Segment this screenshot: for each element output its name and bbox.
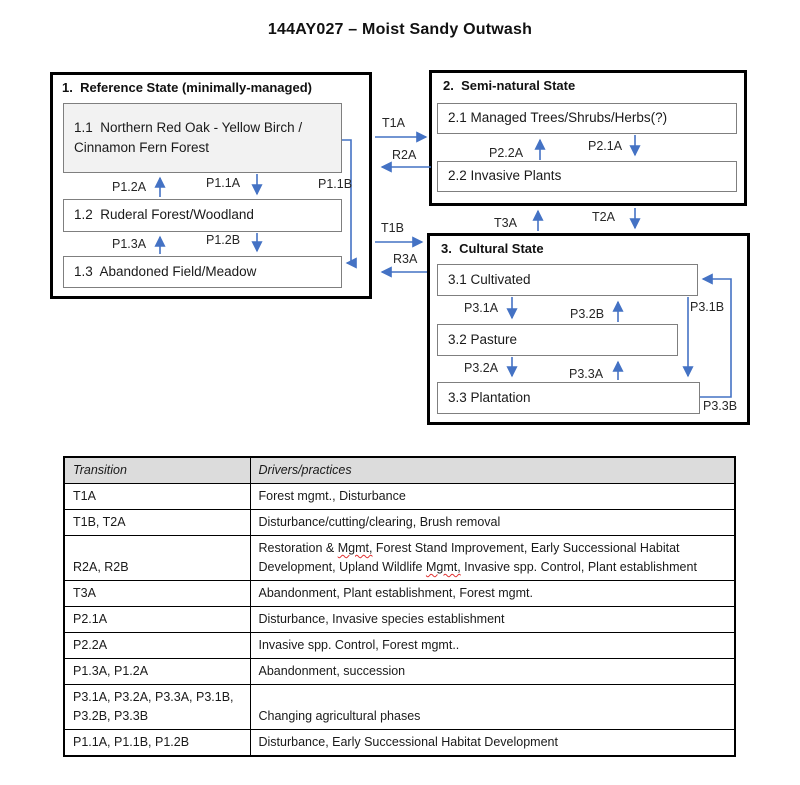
misspelled-word: Mgmt, (337, 541, 373, 555)
transition-cell: P2.1A (63, 606, 251, 633)
phase-box-1-2: 1.2 Ruderal Forest/Woodland (63, 199, 342, 232)
drivers-cell: Abandonment, Plant establishment, Forest… (249, 580, 736, 607)
transition-label-R3A: R3A (393, 252, 418, 266)
transition-cell: T1A (63, 483, 251, 510)
phase-box-3-1: 3.1 Cultivated (437, 264, 698, 296)
page-title: 144AY027 – Moist Sandy Outwash (267, 21, 533, 38)
transition-cell: T3A (63, 580, 251, 607)
transition-label-P1-2B: P1.2B (206, 233, 241, 247)
transition-label-R2A: R2A (392, 148, 417, 162)
transition-label-P3-2A: P3.2A (464, 361, 499, 375)
drivers-cell: Restoration & Mgmt, Forest Stand Improve… (249, 535, 736, 581)
phase-box-1-1: 1.1 Northern Red Oak - Yellow Birch / Ci… (63, 103, 342, 173)
transition-label-P3-2B: P3.2B (570, 307, 605, 321)
transition-label-P3-1B: P3.1B (690, 300, 725, 314)
phase-box-1-3: 1.3 Abandoned Field/Meadow (63, 256, 342, 288)
transition-label-P1-2A: P1.2A (112, 180, 147, 194)
transition-cell: T1B, T2A (63, 509, 251, 536)
table-row: T3A Abandonment, Plant establishment, Fo… (63, 580, 736, 607)
transition-label-P3-1A: P3.1A (464, 301, 499, 315)
table-header-row: Transition Drivers/practices (63, 456, 736, 484)
drivers-cell: Disturbance/cutting/clearing, Brush remo… (249, 509, 736, 536)
drivers-cell: Forest mgmt., Disturbance (249, 483, 736, 510)
transition-label-P2-1A: P2.1A (588, 139, 623, 153)
drivers-cell: Disturbance, Invasive species establishm… (249, 606, 736, 633)
transition-label-P1-1B: P1.1B (318, 177, 353, 191)
state-header-semi-natural: 2. Semi-natural State (443, 78, 576, 93)
drivers-text: Restoration & (258, 541, 338, 555)
table-row: R2A, R2B Restoration & Mgmt, Forest Stan… (63, 535, 736, 581)
misspelled-word: Mgmt, (425, 560, 461, 574)
drivers-cell: Disturbance, Early Successional Habitat … (249, 729, 736, 757)
table-row: P2.1A Disturbance, Invasive species esta… (63, 606, 736, 633)
table-row: P1.1A, P1.1B, P1.2B Disturbance, Early S… (63, 729, 736, 757)
transition-label-P2-2A: P2.2A (489, 146, 524, 160)
transition-cell: P2.2A (63, 632, 251, 659)
column-header-transition: Transition (63, 456, 251, 484)
transition-cell: P1.3A, P1.2A (63, 658, 251, 685)
drivers-text: Forest Stand Improvement, Early Successi… (258, 541, 680, 574)
phase-box-2-2: 2.2 Invasive Plants (437, 161, 737, 192)
transition-cell: R2A, R2B (63, 535, 251, 581)
transition-label-T3A: T3A (494, 216, 517, 230)
transition-label-P3-3A: P3.3A (569, 367, 604, 381)
phase-box-3-3: 3.3 Plantation (437, 382, 700, 414)
transition-table: Transition Drivers/practices T1A Forest … (63, 456, 736, 757)
table-row: T1A Forest mgmt., Disturbance (63, 483, 736, 510)
drivers-text: Invasive spp. Control, Plant establishme… (460, 560, 697, 574)
transition-label-P1-3A: P1.3A (112, 237, 147, 251)
transition-label-T2A: T2A (592, 210, 615, 224)
transition-cell: P1.1A, P1.1B, P1.2B (63, 729, 251, 757)
state-header-reference: 1. Reference State (minimally-managed) (62, 80, 312, 95)
transition-cell: P3.1A, P3.2A, P3.3A, P3.1B, P3.2B, P3.3B (63, 684, 251, 730)
table-row: P3.1A, P3.2A, P3.3A, P3.1B, P3.2B, P3.3B… (63, 684, 736, 730)
phase-box-2-1: 2.1 Managed Trees/Shrubs/Herbs(?) (437, 103, 737, 134)
transition-label-P1-1A: P1.1A (206, 176, 241, 190)
table-row: P2.2A Invasive spp. Control, Forest mgmt… (63, 632, 736, 659)
phase-box-3-2: 3.2 Pasture (437, 324, 678, 356)
drivers-cell: Invasive spp. Control, Forest mgmt.. (249, 632, 736, 659)
transition-label-T1A: T1A (382, 116, 405, 130)
drivers-cell: Changing agricultural phases (249, 684, 736, 730)
transition-label-P3-3B: P3.3B (703, 399, 738, 413)
column-header-drivers: Drivers/practices (249, 456, 736, 484)
table-row: T1B, T2A Disturbance/cutting/clearing, B… (63, 509, 736, 536)
transition-label-T1B: T1B (381, 221, 404, 235)
drivers-cell: Abandonment, succession (249, 658, 736, 685)
state-header-cultural: 3. Cultural State (441, 241, 544, 256)
table-row: P1.3A, P1.2A Abandonment, succession (63, 658, 736, 685)
